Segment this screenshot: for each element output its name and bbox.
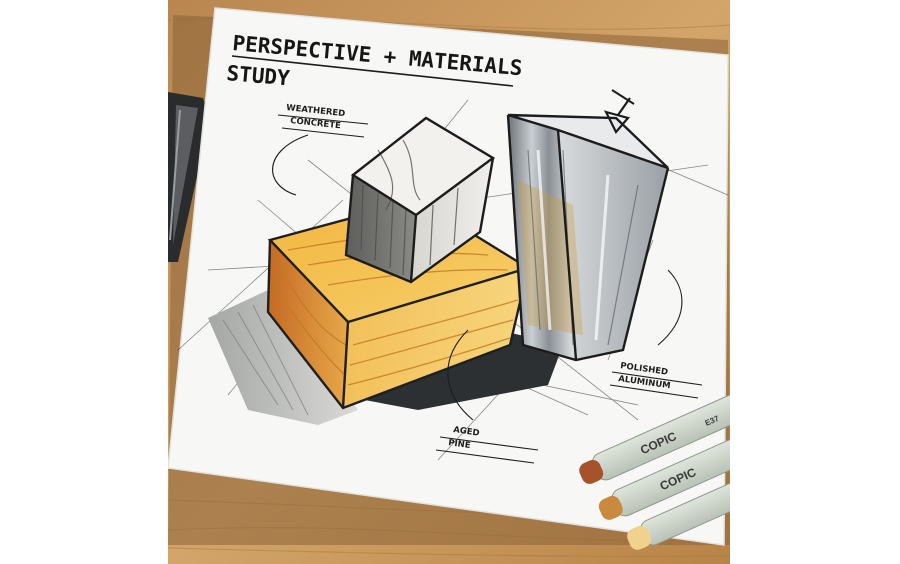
copic-marker-3	[627, 466, 730, 550]
label-pine-line2: PINE	[448, 438, 472, 451]
sketch-photo: PERSPECTIVE + MATERIALS STUDY WEATHERED …	[168, 0, 730, 564]
polished-aluminum-block	[506, 113, 670, 362]
marker-cap-3	[627, 525, 652, 550]
clipboard-clip	[168, 92, 210, 262]
light-direction-arrow	[603, 89, 635, 134]
label-pine-line1: AGED	[453, 425, 481, 439]
sketch-photo-svg: PERSPECTIVE + MATERIALS STUDY WEATHERED …	[168, 0, 730, 564]
copic-marker-1: COPIC E37	[579, 389, 730, 484]
grey-shadow-left	[208, 290, 358, 425]
sketch-title-line2: STUDY	[226, 61, 291, 90]
marker-cap-1	[579, 459, 604, 484]
dark-shadow	[338, 330, 563, 410]
weathered-concrete-block	[344, 116, 496, 284]
marker-cap-2	[598, 495, 623, 520]
